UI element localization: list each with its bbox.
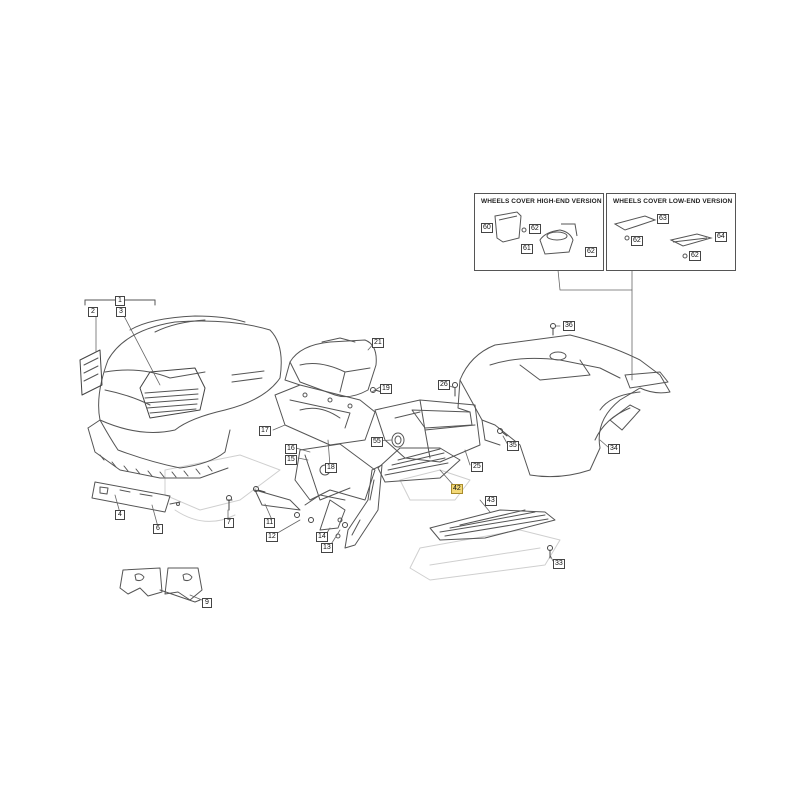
- inset-low-label-62a: 62: [631, 236, 643, 246]
- bracket-arm: [335, 464, 383, 549]
- callout-21: 21: [372, 338, 384, 348]
- inset-high-label-60: 60: [481, 223, 493, 233]
- inset-low-end: WHEELS COVER LOW-END VERSION 63 62 64 62: [606, 193, 736, 271]
- callout-6: 6: [153, 524, 163, 534]
- callout-1: 1: [115, 296, 125, 306]
- callout-14: 14: [316, 532, 328, 542]
- callout-17: 17: [259, 426, 271, 436]
- callout-36: 36: [563, 321, 575, 331]
- callout-4: 4: [115, 510, 125, 520]
- callout-7: 7: [224, 518, 234, 528]
- callout-25: 25: [471, 462, 483, 472]
- callout-43: 43: [485, 496, 497, 506]
- footboard-mat-42: [377, 447, 461, 483]
- inset-low-end-title: WHEELS COVER LOW-END VERSION: [613, 198, 733, 205]
- callout-13: 13: [321, 543, 333, 553]
- center-tunnel: [374, 399, 481, 463]
- floor-mat-43: [429, 509, 556, 541]
- callout-9: 9: [202, 598, 212, 608]
- callout-34: 34: [608, 444, 620, 454]
- callout-15: 15: [285, 455, 297, 465]
- callout-2: 2: [88, 307, 98, 317]
- low-end-parts-drawing: [613, 215, 713, 259]
- screw-items: [226, 323, 556, 559]
- callout-18: 18: [325, 463, 337, 473]
- callout-19: 19: [380, 384, 392, 394]
- callout-12: 12: [266, 532, 278, 542]
- dashboard-cover: [284, 337, 377, 398]
- inset-high-end-title: WHEELS COVER HIGH-END VERSION: [481, 198, 602, 205]
- inset-high-label-62b: 62: [585, 247, 597, 257]
- inset-low-label-62b: 62: [689, 251, 701, 261]
- frame-rail: [274, 384, 376, 446]
- front-panel: [254, 443, 376, 531]
- callout-3: 3: [116, 307, 126, 317]
- hood-assembly: [79, 299, 282, 479]
- inset-high-end: WHEELS COVER HIGH-END VERSION 60 62 61 6…: [474, 193, 604, 271]
- inset-low-label-63: 63: [657, 214, 669, 224]
- inset-high-label-61: 61: [521, 244, 533, 254]
- gasket-pair: [119, 567, 203, 603]
- inset-low-label-64: 64: [715, 232, 727, 242]
- callout-35: 35: [507, 441, 519, 451]
- inset-high-label-62a: 62: [529, 224, 541, 234]
- callout-42: 42: [451, 484, 463, 494]
- callout-11: 11: [264, 518, 276, 528]
- callout-55: 55: [371, 437, 383, 447]
- callout-16: 16: [285, 444, 297, 454]
- callout-26: 26: [438, 380, 450, 390]
- callout-33: 33: [553, 559, 565, 569]
- rear-fender: [457, 334, 671, 478]
- knob-part: [391, 432, 405, 448]
- hood-bracket-part: [91, 481, 181, 513]
